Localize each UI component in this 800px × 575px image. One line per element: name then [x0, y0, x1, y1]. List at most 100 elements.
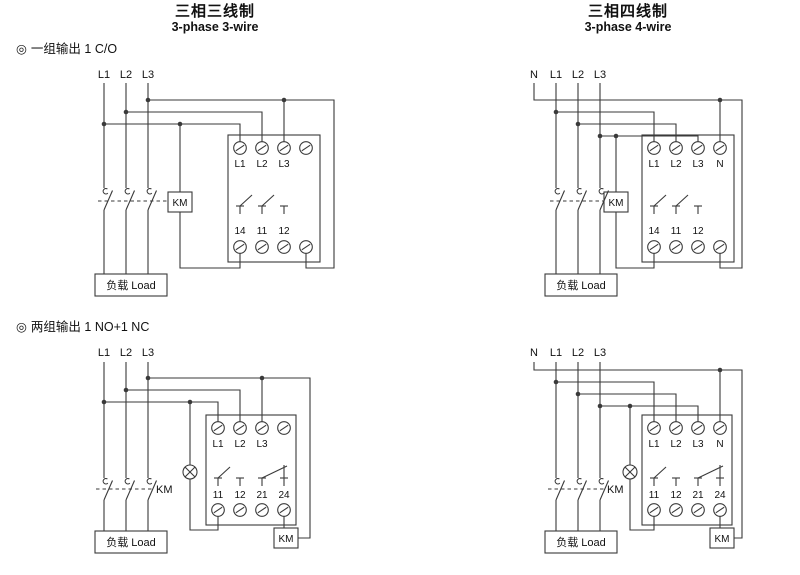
device-terminal-label: 21: [256, 490, 268, 501]
indicator-lamp-icon: [622, 464, 638, 480]
device-terminal-label: 24: [278, 490, 290, 501]
km-coil-box: KM: [603, 191, 629, 213]
screw-terminal-icon: [647, 421, 661, 435]
junction-dots: [101, 375, 265, 405]
device-terminal-label: 14: [648, 226, 660, 237]
km-box-outline: [709, 527, 735, 549]
screw-terminal-icon: [277, 421, 291, 435]
screw-terminal-icon: [691, 421, 705, 435]
device-terminal-label: 24: [714, 490, 726, 501]
nc-contact-icon: [693, 464, 725, 487]
screw-terminal-icon: [691, 141, 705, 155]
diagram-3wire-1co: L1 L2 L3 KM L1 L2 L3 14 11 1: [94, 69, 335, 297]
km-label: KM: [173, 198, 188, 209]
section-bullet-icon: ◎: [16, 320, 27, 334]
screw-terminal-icon: [277, 240, 291, 254]
phase-label: L3: [594, 69, 606, 81]
load-label: 负载 Load: [106, 278, 156, 292]
wires: [103, 83, 335, 274]
section-label-1co: ◎一组输出 1 C/O: [16, 38, 117, 57]
screw-terminal-icon: [255, 503, 269, 517]
relay-device: L1 L2 L3 14 11 12: [227, 134, 321, 263]
load-box-outline: [94, 530, 168, 554]
breaker-pole-icon: [576, 187, 588, 211]
device-terminal-label: 11: [649, 490, 660, 501]
device-outline: [227, 134, 321, 263]
device-terminal-label: 11: [213, 490, 224, 501]
device-outline: [641, 134, 735, 263]
phase-label: L2: [572, 347, 584, 359]
indicator-lamp-icon: [182, 464, 198, 480]
km-link-label: KM: [156, 484, 173, 496]
load-box-outline: [544, 530, 618, 554]
screw-terminal-icon: [233, 503, 247, 517]
km-coil-box: KM: [273, 527, 299, 549]
km-label: KM: [279, 534, 294, 545]
phase-label: L2: [120, 347, 132, 359]
km-label: KM: [715, 534, 730, 545]
load-label: 负载 Load: [556, 278, 606, 292]
screw-terminal-icon: [713, 421, 727, 435]
section-bullet-icon: ◎: [16, 42, 27, 56]
device-terminal-label: L2: [234, 439, 246, 450]
screw-terminal-icon: [647, 503, 661, 517]
device-terminal-label: L1: [648, 439, 660, 450]
load-box: 负载 Load: [544, 530, 618, 554]
breaker-pole-icon: [102, 187, 114, 211]
device-terminal-label: L2: [256, 159, 268, 170]
device-terminal-label: L3: [256, 439, 268, 450]
km-coil-box: KM: [167, 191, 193, 213]
device-outline: [205, 414, 297, 526]
load-box: 负载 Load: [544, 273, 618, 297]
screw-terminal-icon: [255, 141, 269, 155]
column-header-4wire: 三相四线制 3-phase 4-wire: [528, 3, 728, 35]
relay-device: L1 L2 L3 N 11 12 21 24: [641, 414, 733, 526]
km-box-outline: [273, 527, 299, 549]
junction-dots: [101, 97, 287, 127]
screw-terminal-icon: [713, 141, 727, 155]
phase-label: L2: [120, 69, 132, 81]
screw-terminal-icon: [211, 421, 225, 435]
load-box-outline: [544, 273, 618, 297]
screw-terminal-icon: [255, 240, 269, 254]
screw-terminal-icon: [277, 141, 291, 155]
screw-terminal-icon: [233, 141, 247, 155]
phase-label: L3: [594, 347, 606, 359]
header-zh: 三相三线制: [174, 3, 255, 20]
load-label: 负载 Load: [556, 535, 606, 549]
phase-label: L3: [142, 69, 154, 81]
changeover-contact-icon: [649, 194, 703, 215]
load-box: 负载 Load: [94, 530, 168, 554]
screw-terminal-icon: [233, 240, 247, 254]
screw-terminal-icon: [255, 421, 269, 435]
screw-terminal-icon: [647, 141, 661, 155]
wires: [103, 362, 311, 539]
screw-terminal-icon: [691, 503, 705, 517]
phase-label: L2: [572, 69, 584, 81]
km-label: KM: [609, 198, 624, 209]
screw-terminal-icon: [647, 240, 661, 254]
relay-device: L1 L2 L3 11 12 21 24: [205, 414, 297, 526]
breaker-pole-icon: [124, 187, 136, 211]
section-label-1no1nc: ◎两组输出 1 NO+1 NC: [16, 316, 149, 335]
section-text: 一组输出 1 C/O: [30, 42, 118, 56]
load-box-outline: [94, 273, 168, 297]
device-terminal-label: N: [716, 439, 723, 450]
phase-label: L1: [98, 69, 110, 81]
header-zh: 三相四线制: [587, 3, 668, 20]
screw-terminal-icon: [233, 421, 247, 435]
wires: [533, 83, 743, 274]
device-terminal-label: 14: [234, 226, 246, 237]
km-box-outline: [167, 191, 193, 213]
device-terminal-label: N: [716, 159, 723, 170]
load-label: 负载 Load: [106, 535, 156, 549]
header-en: 3-phase 3-wire: [171, 20, 259, 35]
km-link-label: KM: [607, 484, 624, 496]
screw-terminal-icon: [669, 503, 683, 517]
km-box-outline: [603, 191, 629, 213]
header-en: 3-phase 4-wire: [584, 20, 672, 35]
phase-label: L3: [142, 347, 154, 359]
diagram-3wire-1no1nc: L1 L2 L3 KM L1 L2 L3 11 12 2: [94, 347, 311, 554]
screw-terminal-icon: [713, 240, 727, 254]
